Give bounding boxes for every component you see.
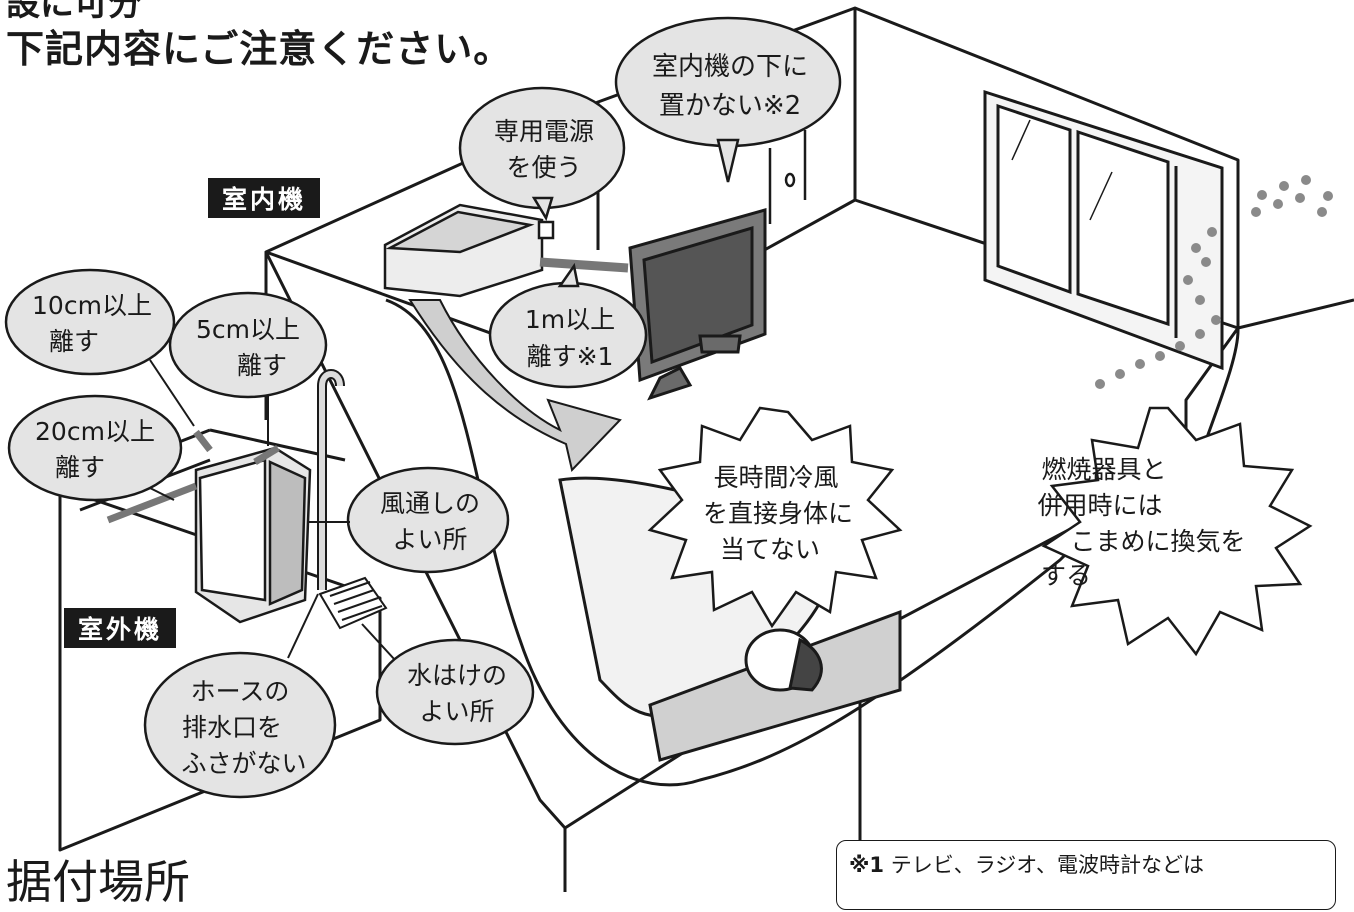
bubble-five-cm-line2: 離す [237,351,287,380]
distance-arrow [539,257,629,273]
bubble-one-meter-line1: 1m以上 [525,305,615,334]
bubble-ventilated: 風通しのよい所 [308,466,510,574]
svg-text:20cm以上離す: 20cm以上離す [35,417,155,482]
svg-text:水はけのよい所: 水はけのよい所 [407,661,507,726]
bubble-drain-hose-line2: 排水口を [182,713,282,742]
bubble-one-meter: 1m以上離す※1 [488,262,648,389]
bubble-ventilated-line2: よい所 [392,525,467,554]
bubble-ventilated-line1: 風通しの [380,489,480,518]
window [983,89,1224,371]
clearance-arrows [106,429,280,524]
outdoor-unit [194,446,312,624]
burst-combustion: 燃焼器具と併用時にはこまめに換気をする [1037,406,1313,657]
svg-text:専用電源を使う: 専用電源を使う [494,117,594,182]
burst-combustion-line3: こまめに換気を [1070,527,1245,556]
heading-bottom-partial: 据付場所 [6,855,190,909]
bubble-not-under-indoor-line2: 置かない※2 [659,91,801,121]
heading-top-partial: 設に可分 [6,0,142,24]
drain-grate [318,576,388,630]
bubble-one-meter-line2: 離す※1 [527,342,614,371]
television [628,208,767,401]
burst-combustion-line1: 燃焼器具と [1041,455,1166,484]
bubble-drain-hose: ホースの排水口をふさがない [143,593,337,799]
footnote-mark: ※1 [849,853,885,877]
footnote-box: ※1 テレビ、ラジオ、電波時計などは [836,840,1336,910]
svg-text:1m以上離す※1: 1m以上離す※1 [525,305,615,371]
airflow-arrow [408,299,622,473]
svg-text:長時間冷風を直接身体に当てない: 長時間冷風を直接身体に当てない [703,463,853,564]
svg-text:5cm以上離す: 5cm以上離す [196,315,300,380]
svg-text:10cm以上離す: 10cm以上離す [32,291,152,356]
bubble-dedicated-power: 専用電源を使う [458,86,626,222]
bubble-five-cm: 5cm以上離す [168,291,328,446]
bubble-drain-hose-line3: ふさがない [181,749,306,778]
installation-illustration: 室内機の下に置かない※2 専用電源を使う 1m以上離す※1 10cm以上離す 5… [4,6,1354,892]
outdoor-unit-tag: 室外機 [64,608,177,648]
bubble-twenty-cm-line2: 離す [55,453,105,482]
burst-cold-air-line1: 長時間冷風 [713,463,838,492]
bubble-good-drainage-line2: よい所 [419,697,494,726]
bubble-twenty-cm: 20cm以上離す [7,394,183,502]
bubble-good-drainage: 水はけのよい所 [361,623,535,746]
bubble-dedicated-power-line2: を使う [506,153,581,182]
bubble-not-under-indoor: 室内機の下に置かない※2 [614,16,842,183]
ventilation-dots [1095,175,1333,389]
indoor-unit-tag: 室内機 [208,178,321,218]
svg-text:室内機の下に置かない※2: 室内機の下に置かない※2 [652,52,808,121]
bubble-good-drainage-line1: 水はけの [407,661,507,690]
door [768,130,807,224]
burst-combustion-line2: 併用時には [1037,491,1162,520]
svg-text:風通しのよい所: 風通しのよい所 [380,489,480,554]
burst-cold-air-line2: を直接身体に [703,499,853,528]
bubble-drain-hose-line1: ホースの [191,677,290,706]
bubble-five-cm-line1: 5cm以上 [196,315,300,344]
indoor-unit [383,203,555,298]
burst-combustion-line4: する [1041,561,1091,590]
bubble-twenty-cm-line1: 20cm以上 [35,417,155,446]
svg-text:燃焼器具と併用時にはこまめに換気をする: 燃焼器具と併用時にはこまめに換気をする [1037,455,1245,590]
bubble-not-under-indoor-line1: 室内機の下に [652,52,808,82]
burst-cold-air-line3: 当てない [720,535,820,564]
burst-cold-air: 長時間冷風を直接身体に当てない [647,406,903,629]
bubble-ten-cm: 10cm以上離す [4,268,195,427]
bubble-dedicated-power-line1: 専用電源 [494,117,594,146]
footnote-text: テレビ、ラジオ、電波時計などは [890,853,1205,877]
bubble-ten-cm-line2: 離す [49,327,99,356]
svg-text:ホースの排水口をふさがない: ホースの排水口をふさがない [181,677,306,778]
page-title: 下記内容にご注意ください。 [6,27,513,71]
bubble-ten-cm-line1: 10cm以上 [32,291,152,320]
